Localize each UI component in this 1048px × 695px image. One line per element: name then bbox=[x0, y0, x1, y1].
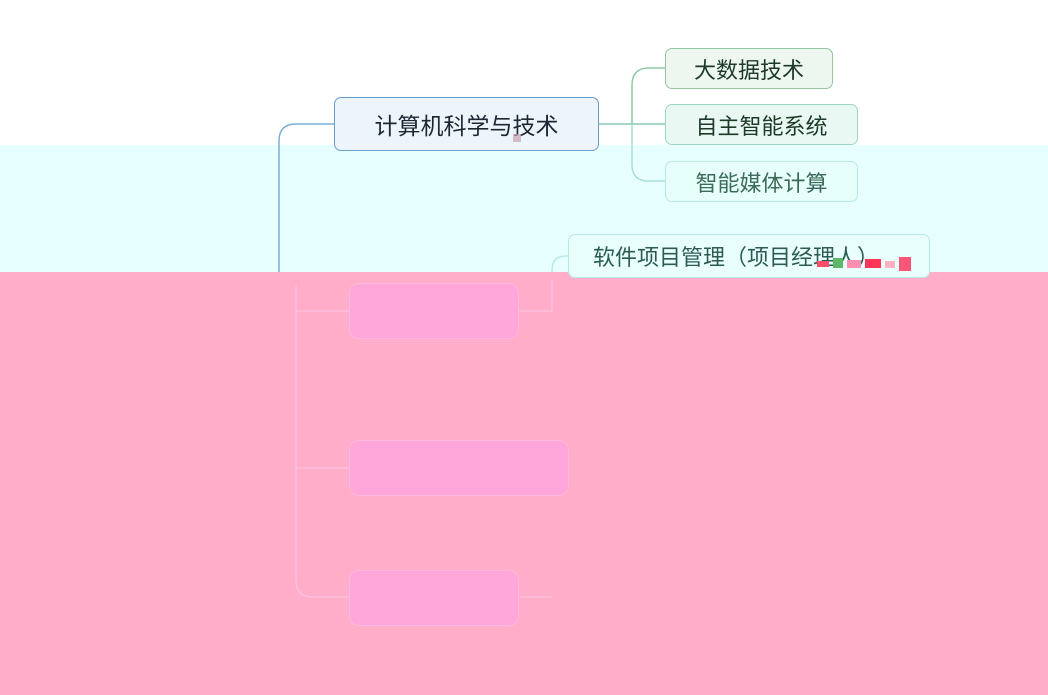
main-topic-node[interactable]: 计算机科学与技术 bbox=[334, 97, 599, 151]
glitch-mark-right bbox=[817, 256, 913, 272]
partial-branch-connector bbox=[551, 255, 568, 275]
subtopic-label: 大数据技术 bbox=[693, 58, 804, 84]
hidden-node-1[interactable] bbox=[349, 283, 519, 339]
subtopic-node-autonomous-systems[interactable]: 自主智能系统 bbox=[665, 104, 858, 145]
trunk-connector bbox=[278, 123, 334, 275]
hidden-node-3[interactable] bbox=[349, 570, 519, 626]
subtopic-node-big-data[interactable]: 大数据技术 bbox=[665, 48, 833, 89]
partial-topic-label: 软件项目管理（项目经理人） bbox=[593, 246, 880, 271]
leaf-branch-top bbox=[631, 67, 665, 124]
main-topic-label: 计算机科学与技术 bbox=[374, 114, 559, 140]
partial-topic-node[interactable]: 软件项目管理（项目经理人） bbox=[568, 234, 930, 278]
hidden-trunk bbox=[295, 285, 349, 598]
glitch-mark-main bbox=[513, 134, 521, 142]
subtopic-node-media-computing[interactable]: 智能媒体计算 bbox=[665, 161, 858, 202]
hidden-node-2[interactable] bbox=[349, 440, 569, 496]
hidden-sub-branch-1 bbox=[519, 280, 553, 312]
leaf-branch-bottom bbox=[631, 124, 665, 182]
subtopic-label: 自主智能系统 bbox=[695, 114, 828, 140]
subtopic-label: 智能媒体计算 bbox=[695, 171, 828, 197]
